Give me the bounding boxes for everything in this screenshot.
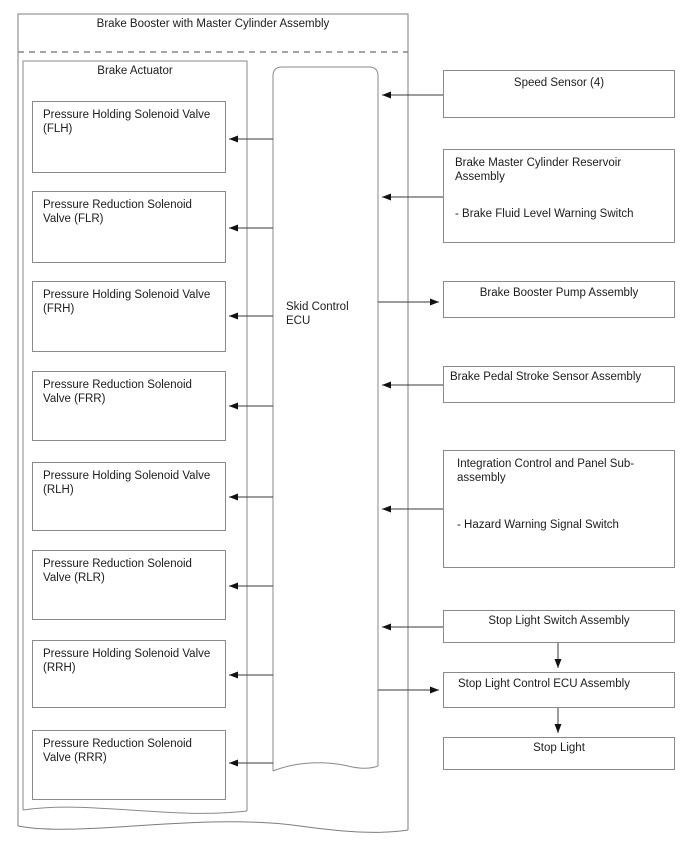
ecu-label: Skid Control ECU (286, 301, 349, 327)
valve-box-rrr: Pressure Reduction Solenoid Valve (RRR) (32, 730, 226, 800)
booster-pump-box: Brake Booster Pump Assembly (443, 281, 675, 318)
ecu-to-valve-arrows (229, 135, 273, 767)
valve-label: Pressure Holding Solenoid Valve (FRH) (43, 289, 211, 315)
ecu-output-arrows (378, 298, 439, 694)
stop-light-control-ecu-box: Stop Light Control ECU Assembly (443, 672, 675, 708)
valve-box-rlr: Pressure Reduction Solenoid Valve (RLR) (32, 550, 226, 620)
valve-label: Pressure Reduction Solenoid Valve (RLR) (43, 558, 192, 584)
pedal-stroke-sensor-box: Brake Pedal Stroke Sensor Assembly (443, 366, 675, 403)
box-title: Brake Master Cylinder Reservoir Assembly (455, 157, 622, 183)
valve-box-rlh: Pressure Holding Solenoid Valve (RLH) (32, 462, 226, 531)
valve-box-frr: Pressure Reduction Solenoid Valve (FRR) (32, 371, 226, 441)
speed-sensor-box: Speed Sensor (4) (443, 70, 675, 118)
box-subitem: - Hazard Warning Signal Switch (457, 519, 619, 531)
actuator-container-outline (22, 60, 248, 814)
ecu-container-outline (272, 66, 379, 772)
box-title: Brake Booster Pump Assembly (479, 287, 639, 299)
valve-label: Pressure Reduction Solenoid Valve (FLR) (43, 199, 192, 225)
valve-label: Pressure Reduction Solenoid Valve (RRR) (43, 738, 192, 764)
box-title: Stop Light (533, 742, 585, 754)
actuator-title: Brake Actuator (97, 65, 173, 77)
box-title: Stop Light Switch Assembly (488, 615, 630, 627)
valve-label: Pressure Holding Solenoid Valve (RLH) (43, 470, 211, 496)
box-title: Stop Light Control ECU Assembly (458, 678, 630, 690)
input-arrows-to-ecu (382, 91, 443, 631)
integration-control-box: Integration Control and Panel Sub-assemb… (443, 450, 675, 568)
master-cylinder-reservoir-box: Brake Master Cylinder Reservoir Assembly… (443, 149, 675, 243)
stop-light-switch-box: Stop Light Switch Assembly (443, 610, 675, 643)
outer-container-title: Brake Booster with Master Cylinder Assem… (96, 18, 330, 30)
outer-container-outline (17, 13, 409, 833)
valve-label: Pressure Holding Solenoid Valve (RRH) (43, 648, 211, 674)
valve-box-rrh: Pressure Holding Solenoid Valve (RRH) (32, 640, 226, 708)
valve-label: Pressure Reduction Solenoid Valve (FRR) (43, 379, 192, 405)
box-title: Speed Sensor (4) (513, 77, 605, 89)
stop-light-box: Stop Light (443, 737, 675, 770)
box-title: Integration Control and Panel Sub-assemb… (457, 458, 635, 484)
valve-box-flh: Pressure Holding Solenoid Valve (FLH) (32, 101, 226, 173)
box-subitem: - Brake Fluid Level Warning Switch (455, 208, 634, 220)
valve-label: Pressure Holding Solenoid Valve (FLH) (43, 109, 211, 135)
valve-box-flr: Pressure Reduction Solenoid Valve (FLR) (32, 191, 226, 263)
valve-box-frh: Pressure Holding Solenoid Valve (FRH) (32, 281, 226, 352)
box-title: Brake Pedal Stroke Sensor Assembly (450, 371, 642, 383)
